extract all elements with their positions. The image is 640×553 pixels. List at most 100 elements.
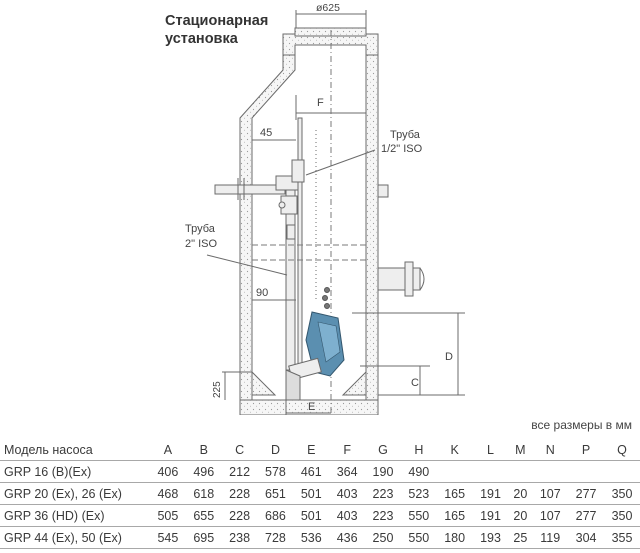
table-cell: 728 [265,530,286,545]
pump [285,311,345,401]
table-cell-model: GRP 44 (Ex), 50 (Ex) [4,530,122,545]
table-header-cell: D [270,442,280,457]
table-cell: 406 [157,464,179,479]
benching-left [251,370,277,396]
table-cell: 20 [513,486,528,501]
table-cell: 468 [157,486,179,501]
vent-stub [377,184,389,198]
table-header-cell: B [199,442,208,457]
table-cell: 461 [300,464,322,479]
table-cell: 550 [408,530,430,545]
inlet-pipe [377,261,425,297]
table-header-cell: K [450,442,459,457]
table-cell: 523 [408,486,430,501]
pipe-large-label-1: Труба [185,223,216,235]
table-header-cell: P [581,442,591,457]
table-row: GRP 44 (Ex), 50 (Ex) 545 695 238 728 536… [0,527,640,549]
table-header-cell: M [515,442,526,457]
page-title: Стационарная установка [165,12,268,48]
table-cell: 165 [444,486,466,501]
table-cell: 228 [229,508,251,523]
table-cell: 238 [229,530,251,545]
table-header-cell: L [487,442,494,457]
table-header-row: Модель насоса A B C D E F G H K L M N P … [0,439,640,461]
table-cell: 505 [157,508,179,523]
units-note: все размеры в мм [531,418,632,432]
table-cell [532,461,568,483]
table-cell: 212 [229,464,251,479]
table-cell: 403 [336,486,358,501]
table-header-cell: Q [617,442,627,457]
table-cell: 350 [611,508,633,523]
well-walls [239,33,379,415]
table-header-cell: F [343,442,351,457]
float-switch [322,287,330,309]
table-cell: 223 [372,486,394,501]
table-cell: 228 [229,486,251,501]
table-header-cell: G [378,442,388,457]
table-cell: 277 [575,486,597,501]
table-cell: 107 [539,486,561,501]
table-cell: 190 [372,464,394,479]
table-cell: 223 [372,508,394,523]
table-cell: 25 [513,530,528,545]
table-cell: 180 [444,530,466,545]
table-cell: 304 [575,530,597,545]
table-header-cell: H [414,442,424,457]
installation-diagram: ø625 F 45 Труба 1/2" ISO Труба 2" ISO 90 [185,2,465,415]
title-line-1: Стационарная [165,13,269,29]
table-header-cell: C [235,442,245,457]
discharge-pipe [214,175,301,371]
dim-90-label: 90 [256,287,268,299]
table-cell: 490 [408,464,430,479]
table-cell: 20 [513,508,528,523]
table-header-cell: A [163,442,173,457]
table-header-cell: Модель насоса [4,442,93,457]
table-cell: 191 [480,486,501,501]
table-cell: 350 [611,486,633,501]
dim-225-label: 225 [212,381,223,398]
table-cell: 578 [265,464,286,479]
dim-D-label: D [445,351,453,363]
table-cell: 165 [444,508,466,523]
table-cell: 655 [193,508,215,523]
table-cell: 501 [300,486,322,501]
table-cell-model: GRP 20 (Ex), 26 (Ex) [4,486,122,501]
table-cell: 119 [540,530,561,545]
table-row: GRP 36 (HD) (Ex) 505 655 228 686 501 403… [0,505,640,527]
table-cell-model: GRP 36 (HD) (Ex) [4,508,105,523]
table-cell: 695 [193,530,215,545]
table-cell: 436 [336,530,358,545]
table-cell [473,461,509,483]
table-cell: 536 [300,530,322,545]
pipe-large-label-2: 2" ISO [185,238,217,250]
benching-right [341,370,367,396]
table-cell: 545 [157,530,179,545]
table-cell: 686 [265,508,286,523]
title-line-2: установка [165,31,238,47]
table-cell: 191 [480,508,501,523]
dim-F-label: F [317,97,324,109]
table-cell-model: GRP 16 (B)(Ex) [4,464,92,479]
table-header-cell: N [545,442,555,457]
table-row: GRP 20 (Ex), 26 (Ex) 468 618 228 651 501… [0,483,640,505]
table-cell: 107 [539,508,561,523]
table-cell: 403 [336,508,358,523]
table-cell: 550 [408,508,430,523]
dim-C-label: C [411,377,419,389]
pipe-small-label-2: 1/2" ISO [381,143,423,155]
table-cell: 364 [336,464,358,479]
table-cell [604,461,640,483]
table-header-cell: E [307,442,316,457]
leader-large-pipe [206,254,288,276]
table-cell [508,461,532,483]
table-cell: 496 [193,464,215,479]
table-cell: 250 [372,530,394,545]
dim-45-label: 45 [260,127,272,139]
dim-E-label: E [308,401,315,413]
table-cell: 501 [300,508,322,523]
table-cell: 277 [575,508,597,523]
table-cell [437,461,473,483]
table-cell: 355 [611,530,633,545]
right-wall [365,54,379,401]
